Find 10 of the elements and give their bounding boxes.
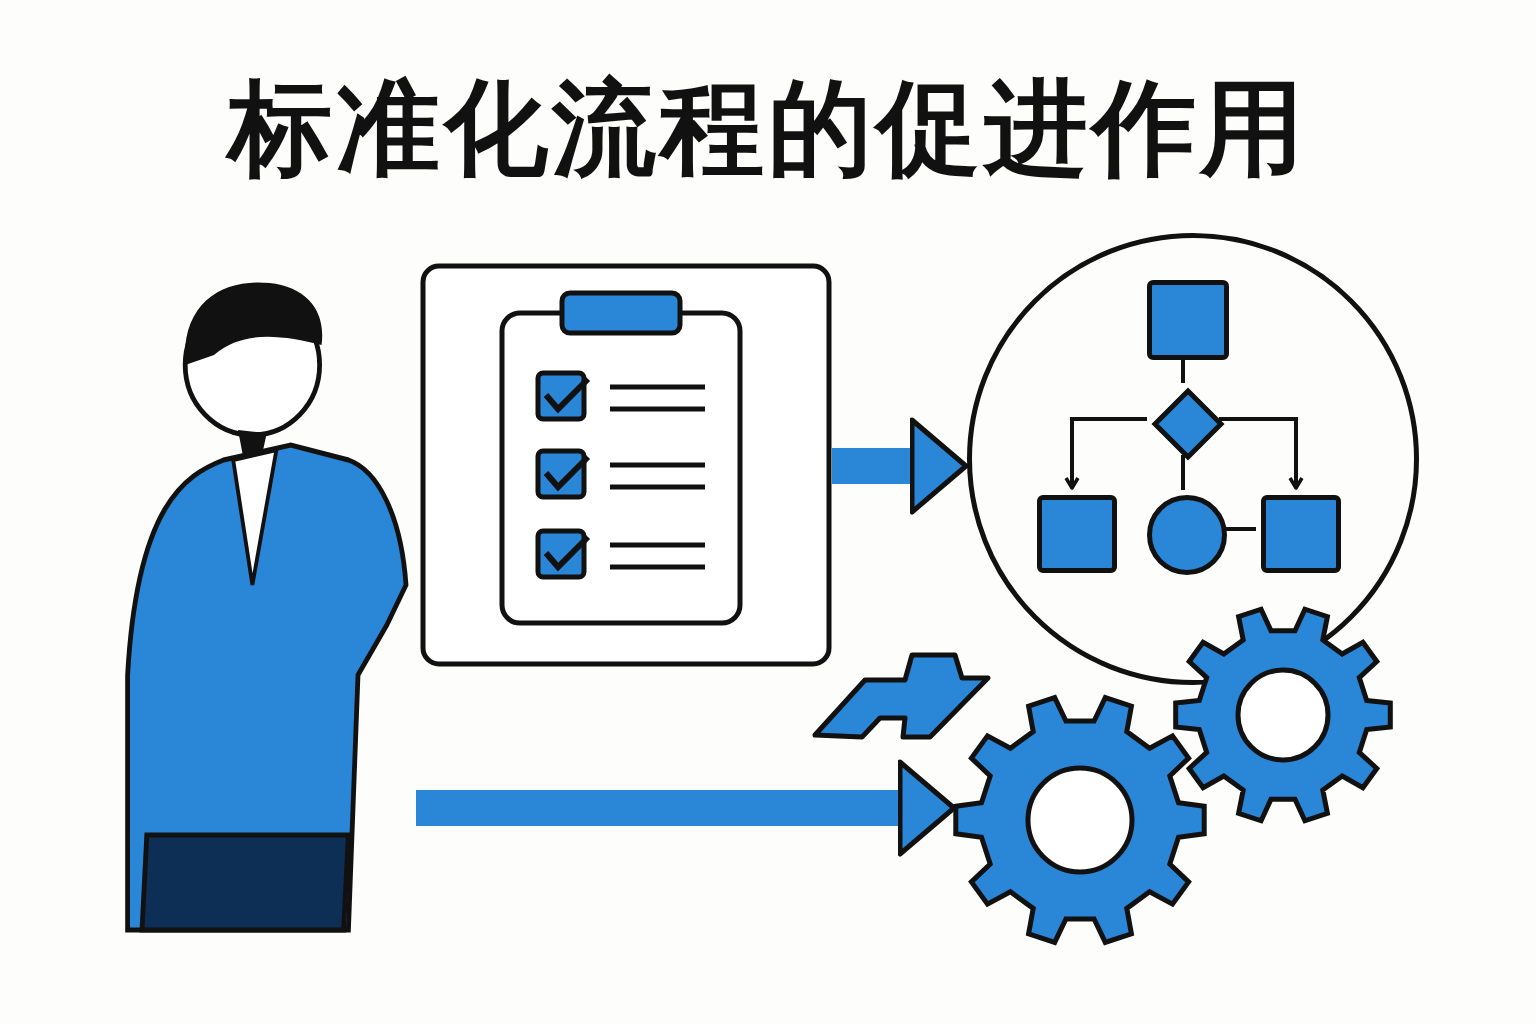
process-box <box>1037 495 1117 573</box>
block-arrow <box>832 417 969 515</box>
process-box <box>1261 495 1341 573</box>
connector-line <box>1181 455 1185 490</box>
zigzag-arrow-shape <box>812 652 992 740</box>
clipboard-board-drawing <box>420 263 832 668</box>
connector-line <box>1064 417 1147 490</box>
decision-diamond <box>1152 388 1224 460</box>
connector-line <box>1219 417 1304 490</box>
process-box <box>1147 280 1229 360</box>
